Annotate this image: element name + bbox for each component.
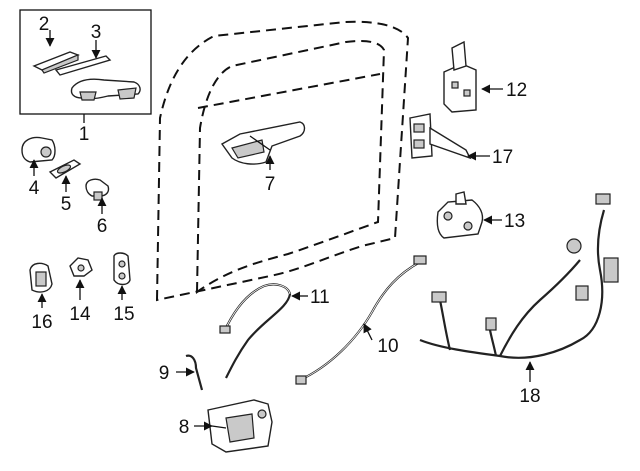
callout-2: 2 [39,14,50,35]
callout-16: 16 [31,312,52,333]
inside-handle-part [220,121,306,165]
callout-4: 4 [29,178,40,199]
handle-strip-part [54,55,112,76]
callout-6: 6 [97,216,108,237]
door-check-part [409,113,472,160]
bumper-part [29,262,53,293]
door-latch-part [207,399,273,453]
release-cable-part [295,255,427,385]
leader-lines [29,30,535,431]
hinge-plate-part [69,257,93,277]
callout-labels: 2 3 1 4 5 6 7 12 17 13 16 14 15 11 10 9 … [29,14,541,438]
callout-1: 1 [79,124,90,145]
handle-kit-box [19,9,152,115]
door-outline [155,20,410,302]
outside-handle-part [70,78,141,101]
rod-clip-part [85,178,110,201]
wiring-harness-part [419,193,619,359]
handle-cap-part [32,51,80,74]
callout-9: 9 [159,363,170,384]
striker-part [436,191,484,239]
lock-rod-part [185,354,204,391]
callout-11: 11 [310,287,330,308]
callout-13: 13 [504,211,525,232]
callout-18: 18 [519,386,540,407]
callout-12: 12 [506,80,527,101]
callout-8: 8 [179,417,190,438]
callout-17: 17 [492,147,513,168]
callout-5: 5 [61,194,72,215]
callout-15: 15 [113,304,134,325]
bezel-part [48,159,82,179]
callout-14: 14 [69,304,91,325]
lock-cable-part [219,283,292,379]
callout-7: 7 [265,174,276,195]
lock-cylinder-part [21,136,56,163]
mounting-bracket-part [443,40,477,113]
callout-10: 10 [377,336,398,357]
striker-plate-part [113,252,131,286]
callout-3: 3 [91,22,102,43]
